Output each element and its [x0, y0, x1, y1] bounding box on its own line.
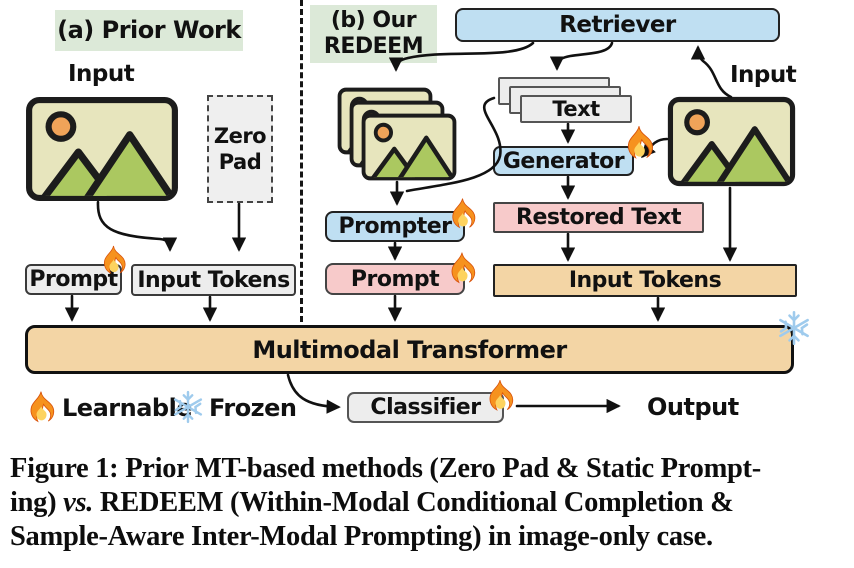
flame-icon-prompt-a — [98, 242, 129, 277]
caption-line-2-post: REDEEM (Within-Modal Conditional Complet… — [93, 487, 734, 518]
input-image-icon-b — [667, 96, 796, 187]
flame-icon-prompter — [446, 195, 479, 231]
text-stack-front: Text — [520, 95, 632, 123]
panel-a-title: (a) Prior Work — [55, 10, 243, 51]
flame-icon-legend — [24, 388, 58, 425]
caption-line-2-pre: ing) — [10, 487, 64, 518]
input-tokens-box-a: Input Tokens — [131, 264, 296, 296]
snowflake-icon-transformer — [776, 309, 812, 347]
multimodal-transformer-box: Multimodal Transformer — [25, 325, 794, 374]
input-tokens-box-b: Input Tokens — [493, 264, 797, 297]
arrow-retriever-to-text-stack — [549, 41, 614, 71]
input-label-a: Input — [68, 61, 135, 87]
input-image-icon-a — [25, 96, 179, 202]
legend-frozen-label: Frozen — [209, 394, 297, 422]
input-label-b: Input — [730, 62, 797, 88]
flame-icon-generator — [621, 122, 657, 162]
arrow-input-to-retriever — [690, 45, 733, 99]
retriever-box: Retriever — [455, 8, 780, 42]
restored-text-box: Restored Text — [493, 202, 704, 233]
flame-icon-prompt-b — [445, 249, 479, 286]
flame-icon-classifier — [483, 376, 517, 414]
retrieved-image-icon-front — [361, 113, 457, 181]
panel-divider — [300, 0, 303, 322]
prompter-box: Prompter — [325, 211, 465, 242]
snowflake-icon-legend — [171, 389, 205, 425]
panel-b-title: (b) Our REDEEM — [310, 5, 437, 63]
output-label: Output — [647, 393, 739, 421]
classifier-box: Classifier — [347, 392, 504, 423]
caption-line-3: Sample-Aware Inter-Modal Prompting) in i… — [10, 521, 713, 552]
caption-line-1: Figure 1: Prior MT-based methods (Zero P… — [10, 453, 761, 484]
zero-pad-box: Zero Pad — [207, 95, 273, 203]
prompt-box-b: Prompt — [325, 263, 465, 295]
caption-line-2-vs: vs. — [63, 487, 94, 518]
caption-line-2: ing) vs. REDEEM (Within-Modal Conditiona… — [10, 487, 734, 519]
legend-learnable-label: Learnable — [62, 394, 193, 422]
generator-box: Generator — [493, 146, 634, 176]
